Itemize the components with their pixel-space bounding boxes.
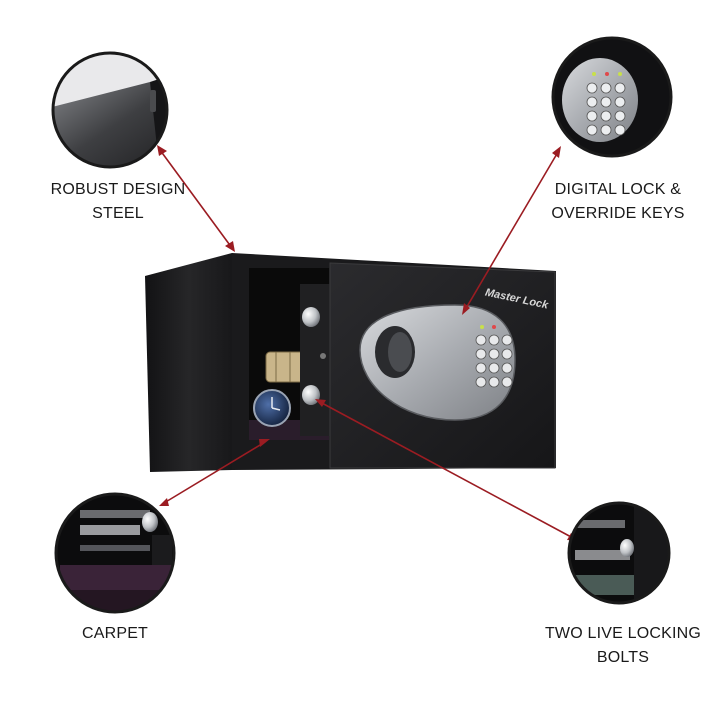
feature-label-carpet-line1: CARPET: [81, 625, 149, 642]
wristwatch: [253, 389, 291, 427]
arrow-digital: [464, 151, 559, 311]
arrow-bolts: [319, 401, 574, 539]
feature-label-locking-bolts: TWO LIVE LOCKING BOLTS: [528, 622, 718, 670]
feature-label-bolts-line1: TWO LIVE LOCKING: [544, 625, 702, 642]
feature-label-digital-lock: DIGITAL LOCK & OVERRIDE KEYS: [518, 178, 718, 226]
keypad-buttons: [475, 334, 513, 388]
feature-label-robust-steel: ROBUST DESIGN STEEL: [18, 178, 218, 226]
safe: Master Lock: [145, 253, 556, 472]
status-led-red: [492, 325, 496, 329]
upper-bolt: [302, 307, 320, 327]
zoom-carpet-detail: [54, 492, 176, 614]
locking-bolts: [302, 307, 326, 405]
feature-label-digital-line2: OVERRIDE KEYS: [551, 205, 685, 222]
safe-side-panel: [145, 253, 232, 472]
feature-label-robust-line2: STEEL: [92, 205, 144, 222]
status-led-green: [480, 325, 484, 329]
feature-label-bolts-line2: BOLTS: [596, 649, 650, 666]
zoom-bolts-detail: [567, 501, 671, 605]
arrow-carpet: [163, 441, 266, 504]
feature-label-digital-line1: DIGITAL LOCK &: [554, 181, 682, 198]
zoom-keypad-detail: [551, 36, 673, 158]
door-edge: [300, 284, 332, 436]
keypad-panel: [359, 304, 516, 421]
feature-label-carpet: CARPET: [50, 622, 180, 646]
feature-label-robust-line1: ROBUST DESIGN: [50, 181, 186, 198]
arrow-robust: [159, 149, 233, 249]
lower-bolt: [302, 385, 320, 405]
zoom-steel-detail: [51, 51, 169, 169]
